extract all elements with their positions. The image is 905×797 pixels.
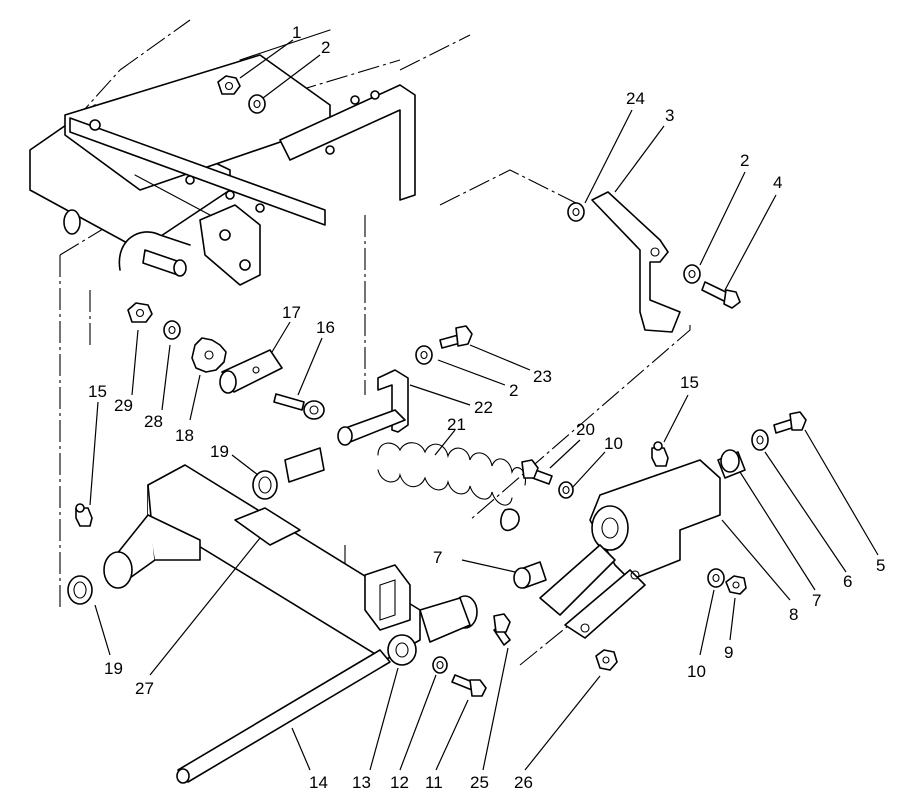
part-29-nut xyxy=(127,302,153,323)
callout-25: 25 xyxy=(470,773,489,792)
callout-2: 2 xyxy=(509,381,518,400)
part-8-bracket xyxy=(539,459,721,639)
callout-4: 4 xyxy=(773,173,782,192)
part-22-bracket xyxy=(337,369,409,446)
part-7-bushing-upper xyxy=(717,449,746,479)
callout-26: 26 xyxy=(514,773,533,792)
callout-17: 17 xyxy=(282,303,301,322)
callout-18: 18 xyxy=(175,426,194,445)
part-19-bushing-upper xyxy=(252,447,325,500)
part-15-grease-fitting-left xyxy=(75,503,93,527)
callout-9: 9 xyxy=(724,643,733,662)
callout-10: 10 xyxy=(604,434,623,453)
part-15-grease-fitting-right xyxy=(651,441,669,467)
part-25-bolt xyxy=(493,613,511,646)
leader-lines xyxy=(89,39,879,771)
callout-3: 3 xyxy=(665,106,674,125)
part-11-bolt xyxy=(451,674,487,697)
part-20-bolt xyxy=(521,459,553,485)
part-16-eyebolt xyxy=(273,393,325,420)
part-7-bushing-lower xyxy=(513,561,547,589)
callout-12: 12 xyxy=(390,773,409,792)
part-9-nut xyxy=(725,575,747,595)
callout-21: 21 xyxy=(447,415,466,434)
callout-8: 8 xyxy=(789,605,798,624)
part-19-bushing-lower xyxy=(67,575,93,605)
part-27-arm xyxy=(103,464,478,661)
callout-20: 20 xyxy=(576,420,595,439)
part-10-washer-lower xyxy=(707,568,725,588)
part-10-washer-upper xyxy=(558,481,574,499)
part-13-washer xyxy=(387,634,417,666)
part-6-washer xyxy=(751,429,769,451)
part-21-spring xyxy=(377,442,527,532)
part-2-washer-mid xyxy=(415,345,433,365)
part-12-washer xyxy=(432,656,448,674)
callout-6: 6 xyxy=(843,572,852,591)
callout-24: 24 xyxy=(626,89,645,108)
callout-28: 28 xyxy=(144,412,163,431)
callout-29: 29 xyxy=(114,396,133,415)
part-4-bolt xyxy=(701,281,741,309)
part-5-bolt xyxy=(773,411,807,434)
part-23-bolt xyxy=(439,325,473,349)
part-28-washer xyxy=(163,320,181,340)
part-14-rod xyxy=(176,649,391,784)
callout-27: 27 xyxy=(135,679,154,698)
part-3-lever xyxy=(591,191,681,333)
callout-23: 23 xyxy=(533,367,552,386)
part-1-nut xyxy=(217,75,241,95)
callout-7: 7 xyxy=(812,591,821,610)
callout-labels: 1 2 24 3 2 4 17 16 23 2 22 15 29 28 18 1… xyxy=(88,23,885,792)
callout-1: 1 xyxy=(292,23,301,42)
callout-15: 15 xyxy=(88,382,107,401)
callout-11: 11 xyxy=(425,773,443,792)
callout-2: 2 xyxy=(740,151,749,170)
callout-22: 22 xyxy=(474,398,493,417)
callout-7: 7 xyxy=(433,548,442,567)
callout-13: 13 xyxy=(352,773,371,792)
callout-10: 10 xyxy=(687,662,706,681)
part-26-nut xyxy=(595,649,618,671)
callout-15: 15 xyxy=(680,373,699,392)
callout-16: 16 xyxy=(316,318,335,337)
part-17-sleeve xyxy=(219,349,283,394)
callout-5: 5 xyxy=(876,556,885,575)
part-18-knob xyxy=(191,337,227,373)
callout-19: 19 xyxy=(210,442,229,461)
upper-frame xyxy=(29,29,416,286)
callout-19: 19 xyxy=(104,659,123,678)
part-24-washer xyxy=(567,202,585,222)
part-2-washer-top xyxy=(248,94,266,114)
callout-14: 14 xyxy=(309,773,328,792)
callout-2: 2 xyxy=(321,38,330,57)
part-2-washer-right xyxy=(683,264,701,284)
